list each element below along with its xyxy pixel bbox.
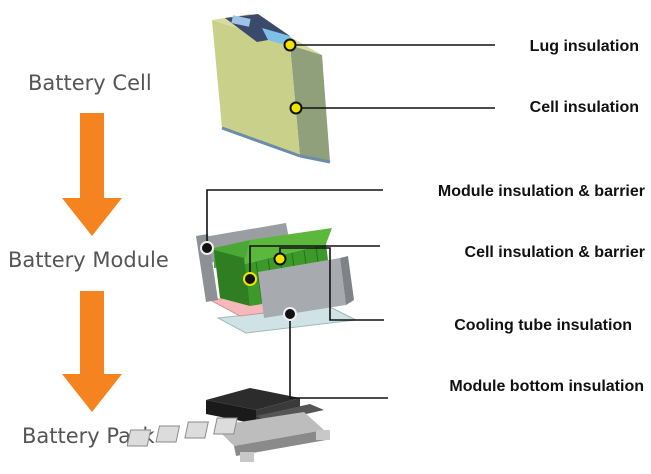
battery-module-illustration [196,223,358,334]
marker-module-insulation [200,241,214,255]
stage-label-module: Battery Module [8,248,169,272]
callout-label-module-insulation: Module insulation & barrier [438,183,645,200]
callout-label-cooling-tube: Cooling tube insulation [454,317,632,334]
flow-arrow-module-to-pack [62,291,122,412]
callout-label-cell-insulation-barrier: Cell insulation & barrier [465,244,645,261]
callout-label-cell-insulation: Cell insulation [530,99,639,116]
battery-cell-illustration [212,14,331,164]
leader-line-module-insulation [206,189,383,248]
marker-cooling-tube [273,252,287,266]
callout-label-module-bottom: Module bottom insulation [449,378,644,395]
marker-module-bottom [283,307,297,321]
leader-line-cell-insulation-barrier [249,245,380,279]
marker-cell-insulation [289,101,303,115]
marker-lug [283,38,297,52]
stage-label-cell: Battery Cell [28,71,152,95]
leader-line-cooling-tube [279,247,384,321]
battery-pack-illustration [126,388,330,462]
leader-lines [206,44,495,399]
callout-label-lug: Lug insulation [530,38,639,55]
leader-line-module-bottom [289,314,388,399]
flow-arrow-cell-to-module [62,113,122,236]
marker-cell-insulation-barrier [243,272,257,286]
